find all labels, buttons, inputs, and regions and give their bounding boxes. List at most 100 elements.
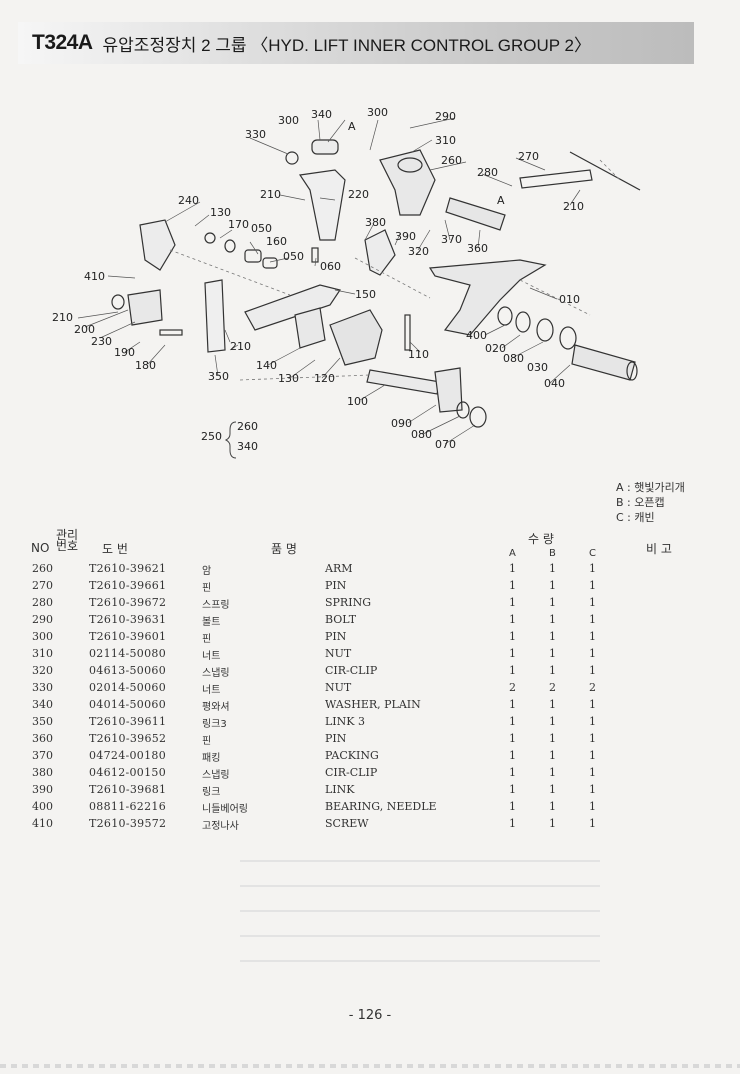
- korean-name-cell: 링크: [202, 787, 221, 798]
- callout-label: 200: [74, 323, 95, 336]
- qty-b-cell: 1: [549, 800, 556, 813]
- callout-label: 020: [485, 342, 506, 355]
- qty-b-cell: 1: [549, 630, 556, 643]
- callout-label: 210: [563, 200, 584, 213]
- qty-c-cell: 1: [589, 562, 596, 575]
- qty-a-cell: 1: [509, 732, 516, 745]
- korean-name-cell: 평와셔: [202, 702, 230, 713]
- header-qty-a: A: [509, 548, 516, 559]
- callout-label: 380: [365, 216, 386, 229]
- callout-label: 370: [441, 233, 462, 246]
- legend-item: C : 캐빈: [616, 511, 655, 524]
- qty-a-cell: 1: [509, 766, 516, 779]
- drawing-number-cell: T2610-39631: [89, 613, 167, 626]
- english-name-cell: CIR-CLIP: [325, 664, 378, 677]
- callout-label: 110: [408, 348, 429, 361]
- qty-b-cell: 1: [549, 562, 556, 575]
- qty-a-cell: 1: [509, 698, 516, 711]
- header-mgmt-top: 관리: [56, 528, 79, 542]
- qty-b-cell: 1: [549, 783, 556, 796]
- part-no-cell: 410: [32, 817, 53, 830]
- drawing-number-cell: T2610-39601: [89, 630, 167, 643]
- drawing-number-cell: 04724-00180: [89, 749, 167, 762]
- qty-b-cell: 1: [549, 579, 556, 592]
- callout-label: 360: [467, 242, 488, 255]
- korean-name-cell: 링크3: [202, 719, 227, 730]
- qty-b-cell: 1: [549, 817, 556, 830]
- callout-label: 160: [266, 235, 287, 248]
- qty-a-cell: 1: [509, 800, 516, 813]
- callout-label: 090: [391, 417, 412, 430]
- callout-label: 340: [237, 440, 258, 453]
- qty-b-cell: 1: [549, 596, 556, 609]
- callout-label: 050: [251, 222, 272, 235]
- callout-label: A: [348, 120, 356, 133]
- korean-name-cell: 니들베어링: [202, 804, 248, 815]
- english-name-cell: BEARING, NEEDLE: [325, 800, 437, 813]
- callout-label: 300: [278, 114, 299, 127]
- header-remark: 비 고: [646, 542, 672, 556]
- group-title: 유압조정장치 2 그룹 〈HYD. LIFT INNER CONTROL GRO…: [102, 35, 592, 55]
- callout-label: 030: [527, 361, 548, 374]
- legend-item: A : 햇빛가리개: [616, 481, 685, 494]
- callout-label: 410: [84, 270, 105, 283]
- part-no-cell: 330: [32, 681, 53, 694]
- callout-label: 400: [466, 329, 487, 342]
- qty-c-cell: 1: [589, 817, 596, 830]
- qty-a-cell: 1: [509, 562, 516, 575]
- drawing-number-cell: 02114-50080: [89, 647, 167, 660]
- english-name-cell: SPRING: [325, 596, 371, 609]
- legend-item: B : 오픈캡: [616, 496, 665, 509]
- qty-c-cell: 1: [589, 800, 596, 813]
- part-no-cell: 390: [32, 783, 53, 796]
- scan-artifact: [240, 885, 600, 887]
- drawing-number-cell: T2610-39621: [89, 562, 167, 575]
- page-number: - 126 -: [348, 1008, 392, 1023]
- qty-a-cell: 1: [509, 783, 516, 796]
- korean-name-cell: 핀: [202, 583, 212, 594]
- qty-a-cell: 1: [509, 664, 516, 677]
- callout-label: 240: [178, 194, 199, 207]
- drawing-number-cell: 04612-00150: [89, 766, 167, 779]
- exploded-parts-diagram: 300 340 300 290 330 310 260 270 280 210 …: [0, 80, 740, 470]
- callout-label: 130: [278, 372, 299, 385]
- qty-b-cell: 1: [549, 732, 556, 745]
- qty-a-cell: 1: [509, 749, 516, 762]
- part-no-cell: 310: [32, 647, 53, 660]
- qty-c-cell: 1: [589, 732, 596, 745]
- qty-c-cell: 1: [589, 698, 596, 711]
- qty-c-cell: 1: [589, 613, 596, 626]
- qty-a-cell: 1: [509, 817, 516, 830]
- qty-c-cell: 1: [589, 715, 596, 728]
- scan-edge: [0, 1064, 740, 1068]
- korean-name-cell: 스냅링: [202, 770, 230, 781]
- english-name-cell: PIN: [325, 579, 347, 592]
- english-name-cell: NUT: [325, 681, 352, 694]
- drawing-number-cell: 02014-50060: [89, 681, 167, 694]
- scan-artifact: [240, 910, 600, 912]
- qty-b-cell: 1: [549, 766, 556, 779]
- part-no-cell: 290: [32, 613, 53, 626]
- drawing-number-cell: 04014-50060: [89, 698, 167, 711]
- callout-label: 190: [114, 346, 135, 359]
- group-code: T324A: [32, 31, 93, 54]
- korean-name-cell: 볼트: [202, 617, 221, 628]
- header-drawing-number: 도 번: [102, 542, 128, 556]
- part-no-cell: 380: [32, 766, 53, 779]
- korean-name-cell: 패킹: [202, 753, 221, 764]
- korean-name-cell: 스냅링: [202, 668, 230, 679]
- qty-c-cell: 1: [589, 596, 596, 609]
- part-no-cell: 370: [32, 749, 53, 762]
- callout-label: 390: [395, 230, 416, 243]
- korean-name-cell: 너트: [202, 651, 221, 662]
- qty-b-cell: 1: [549, 698, 556, 711]
- english-name-cell: PIN: [325, 630, 347, 643]
- callout-label: 350: [208, 370, 229, 383]
- drawing-number-cell: 08811-62216: [89, 800, 167, 813]
- qty-c-cell: 1: [589, 630, 596, 643]
